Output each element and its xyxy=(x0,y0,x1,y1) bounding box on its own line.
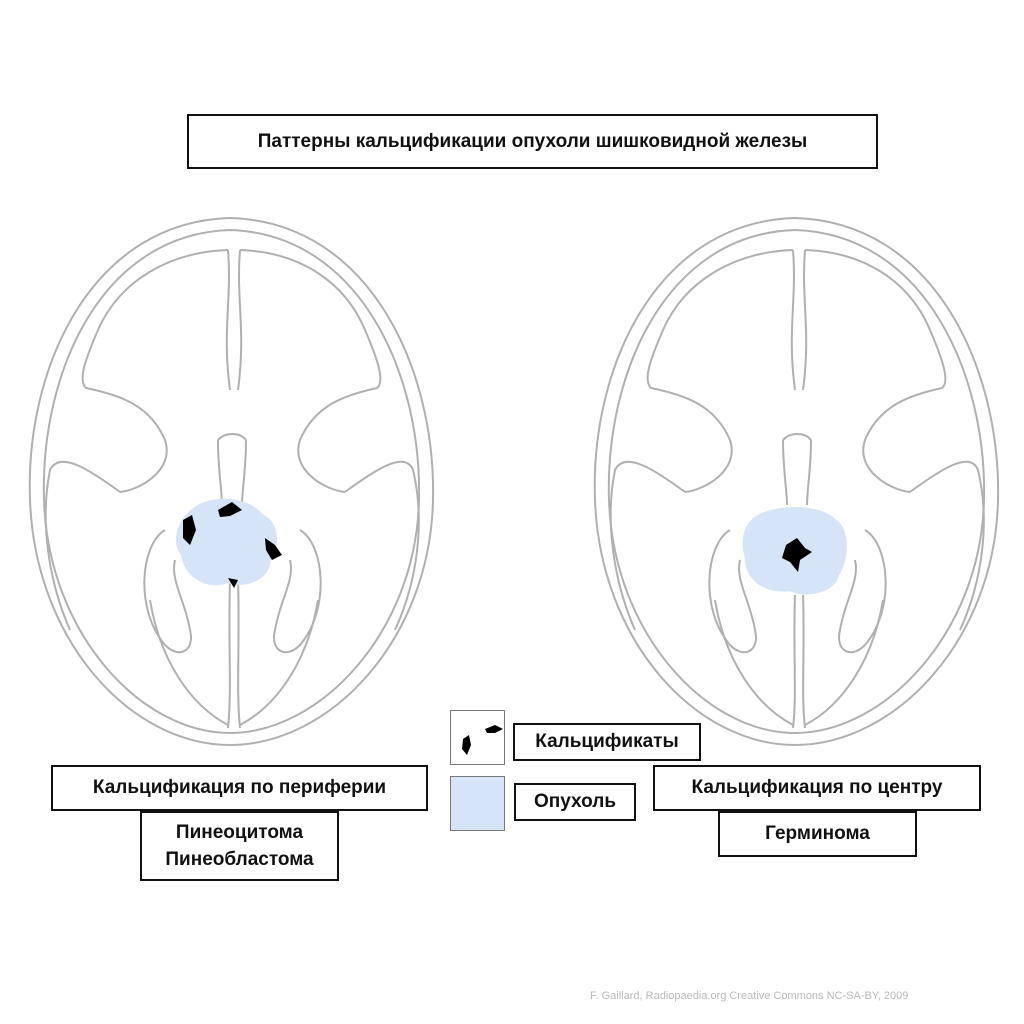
right-skull-inner xyxy=(607,228,986,735)
calcification-icon xyxy=(462,725,503,755)
legend-tumor-label: Опухоль xyxy=(514,783,636,821)
example-germinoma: Герминома xyxy=(718,811,917,857)
diagram-title: Паттерны кальцификации опухоли шишковидн… xyxy=(187,114,878,169)
peripheral-calcification-label: Кальцификация по периферии xyxy=(51,765,428,811)
left-calcification-3 xyxy=(265,538,282,560)
right-skull-outer xyxy=(593,216,1000,747)
right-calcification-center xyxy=(782,538,812,572)
legend-calcifications-label: Кальцификаты xyxy=(513,723,701,761)
left-calcification-2 xyxy=(218,502,242,517)
left-skull-outer xyxy=(28,216,435,747)
left-calcification-1 xyxy=(183,515,196,545)
legend-calcification-swatch xyxy=(450,710,505,765)
central-calcification-label: Кальцификация по центру xyxy=(653,765,981,811)
example-pineoblastoma: Пинеобластома xyxy=(165,849,314,870)
left-calcification-4 xyxy=(228,578,238,588)
left-tumor xyxy=(175,498,278,586)
credit-text: F. Gaillard, Radiopaedia.org Creative Co… xyxy=(590,990,909,1002)
left-examples-box: Пинеоцитома Пинеобластома xyxy=(140,811,339,881)
legend-tumor-swatch xyxy=(450,776,505,831)
example-pineocytoma: Пинеоцитома xyxy=(175,822,304,843)
left-skull-inner xyxy=(42,228,421,735)
